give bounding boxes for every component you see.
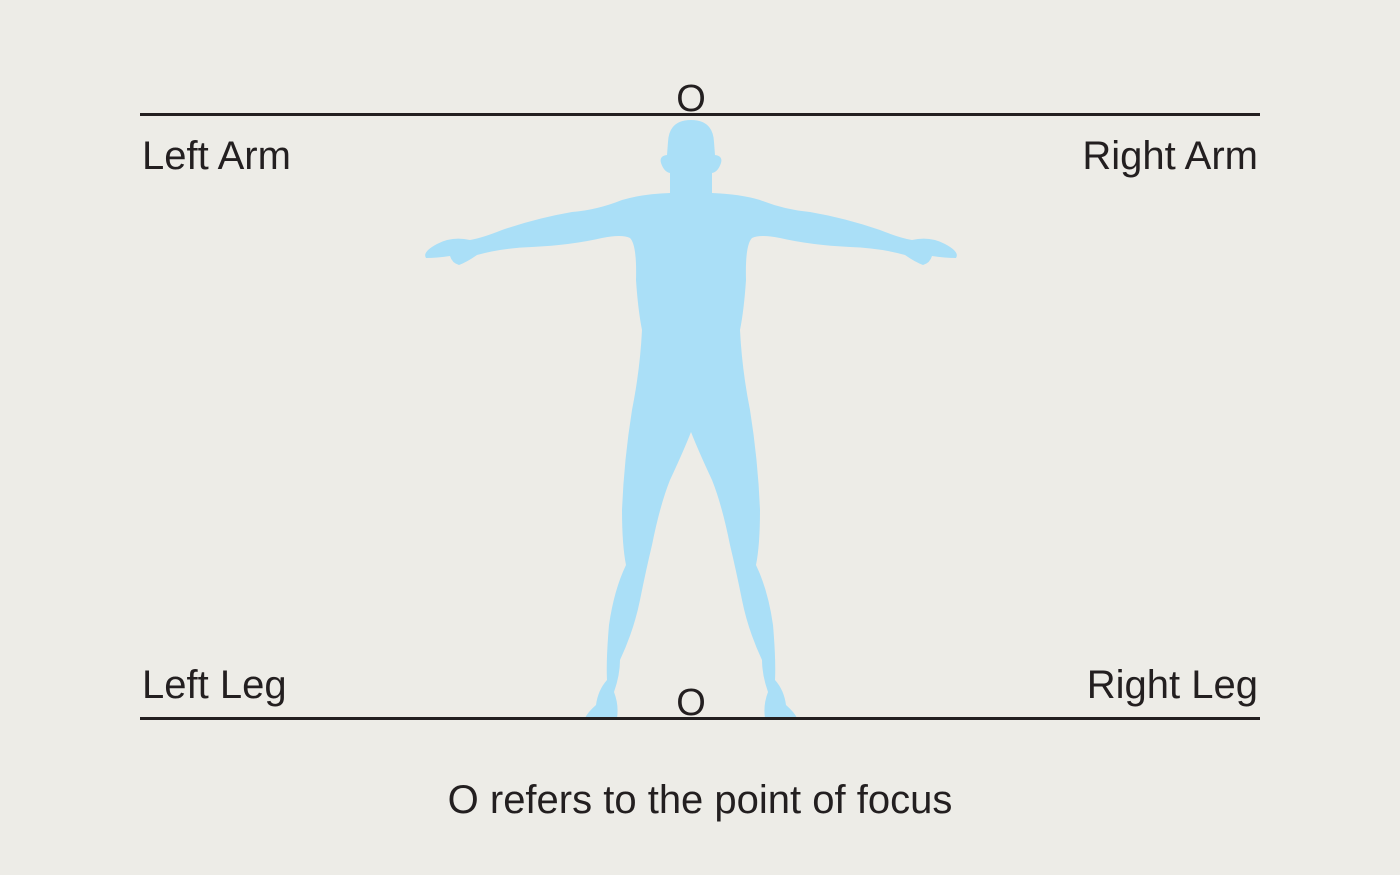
label-right-leg: Right Leg — [1086, 663, 1258, 707]
label-left-leg: Left Leg — [142, 663, 287, 707]
caption: O refers to the point of focus — [447, 778, 953, 822]
top-reference-line — [140, 113, 1260, 116]
bottom-reference-line — [140, 717, 1260, 720]
figure-right-half — [691, 120, 957, 718]
focus-point-bottom: O — [676, 682, 706, 724]
label-right-arm: Right Arm — [1082, 134, 1258, 178]
focus-point-top: O — [676, 78, 706, 120]
label-left-arm: Left Arm — [142, 134, 291, 178]
figure-left-half — [425, 120, 691, 718]
